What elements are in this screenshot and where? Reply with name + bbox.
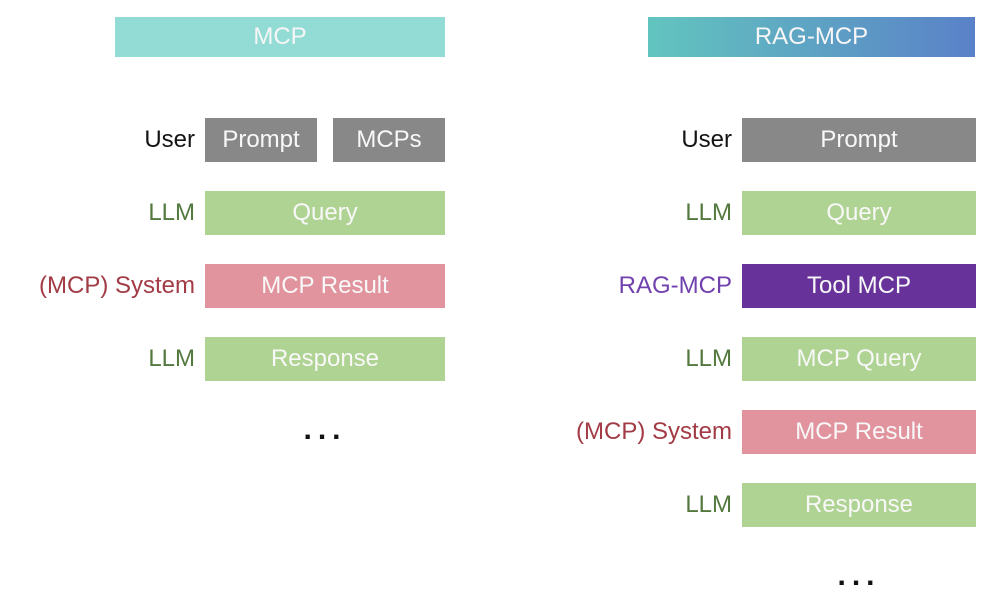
ragmcp-flow-rows: User Prompt LLM Query RAG-MCP Tool MCP L… xyxy=(555,118,976,592)
row-bars: Response xyxy=(742,483,976,527)
flow-row-ragmcp: RAG-MCP Tool MCP xyxy=(555,264,976,308)
prompt-box: Prompt xyxy=(742,118,976,162)
actor-label-user: User xyxy=(681,126,732,153)
mcps-box: MCPs xyxy=(333,118,445,162)
actor-label-ragmcp: RAG-MCP xyxy=(618,272,732,299)
mcp-query-box: MCP Query xyxy=(742,337,976,381)
response-box: Response xyxy=(742,483,976,527)
flow-row-user: User Prompt xyxy=(555,118,976,162)
row-bars: MCP Result xyxy=(205,264,445,308)
actor-label-llm: LLM xyxy=(148,199,195,226)
mcp-title-bar: MCP xyxy=(115,17,445,57)
actor-label-llm: LLM xyxy=(685,345,732,372)
ellipsis-continuation: ... xyxy=(303,413,347,446)
flow-row-user: User Prompt MCPs xyxy=(20,118,445,162)
row-bars: Prompt MCPs xyxy=(205,118,445,162)
mcp-result-box: MCP Result xyxy=(205,264,445,308)
row-bars: Query xyxy=(205,191,445,235)
prompt-box: Prompt xyxy=(205,118,317,162)
query-box: Query xyxy=(205,191,445,235)
mcp-flow-rows: User Prompt MCPs LLM Query (MCP) System … xyxy=(20,118,445,450)
row-bars: MCP Result xyxy=(742,410,976,454)
actor-label-llm: LLM xyxy=(148,345,195,372)
actor-label-mcp-system: (MCP) System xyxy=(39,272,195,299)
flow-row-mcp-system: (MCP) System MCP Result xyxy=(20,264,445,308)
ragmcp-title-bar: RAG-MCP xyxy=(648,17,975,57)
mcp-flow-panel: MCP User Prompt MCPs LLM Query (MCP) Sys… xyxy=(20,17,445,450)
response-box: Response xyxy=(205,337,445,381)
tool-mcp-box: Tool MCP xyxy=(742,264,976,308)
row-bars: Response xyxy=(205,337,445,381)
flow-row-llm-mcp-query: LLM MCP Query xyxy=(555,337,976,381)
flow-row-mcp-system: (MCP) System MCP Result xyxy=(555,410,976,454)
actor-label-llm: LLM xyxy=(685,491,732,518)
flow-row-llm-response: LLM Response xyxy=(20,337,445,381)
actor-label-mcp-system: (MCP) System xyxy=(576,418,732,445)
flow-row-llm-query: LLM Query xyxy=(555,191,976,235)
ellipsis-continuation: ... xyxy=(837,559,881,592)
actor-label-llm: LLM xyxy=(685,199,732,226)
row-bars: Tool MCP xyxy=(742,264,976,308)
actor-label-user: User xyxy=(144,126,195,153)
row-bars: Query xyxy=(742,191,976,235)
row-bars: MCP Query xyxy=(742,337,976,381)
flow-row-llm-response: LLM Response xyxy=(555,483,976,527)
flow-row-llm-query: LLM Query xyxy=(20,191,445,235)
query-box: Query xyxy=(742,191,976,235)
ragmcp-flow-panel: RAG-MCP User Prompt LLM Query RAG-MCP To… xyxy=(555,17,976,592)
mcp-result-box: MCP Result xyxy=(742,410,976,454)
row-bars: Prompt xyxy=(742,118,976,162)
